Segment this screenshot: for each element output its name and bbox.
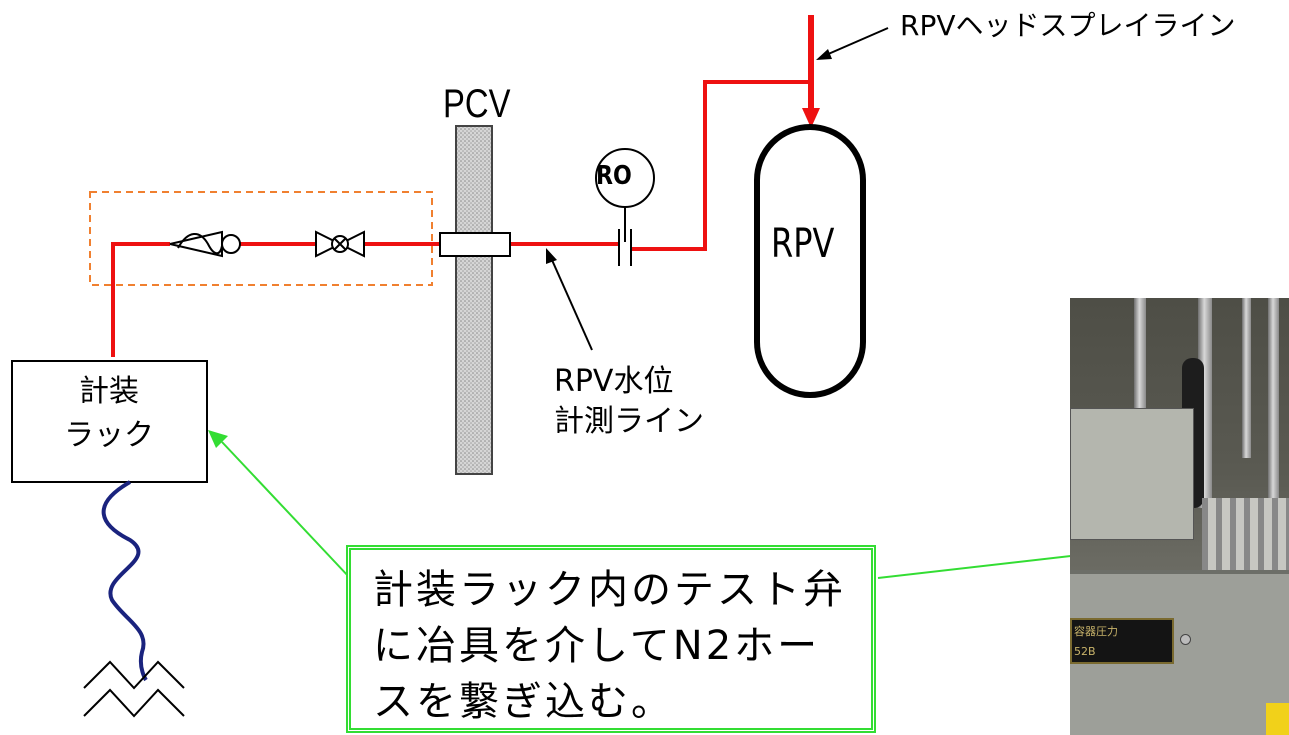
- rpv-vessel: [754, 124, 866, 398]
- instrument-rack-label-2: ラック: [64, 418, 154, 453]
- callout-text: 計装ラック内のテスト弁に冶具を介してN2ホースを繋ぎ込む。: [373, 567, 846, 725]
- rpv-level-line-label: RPV水位 計測ライン: [554, 362, 704, 442]
- n2-hose: [101, 480, 148, 682]
- photo-panel-upper: [1070, 408, 1194, 540]
- ro-label: RO: [596, 161, 632, 191]
- instrument-rack-label-1: 計装: [79, 374, 139, 409]
- pcv-wall: [455, 125, 493, 475]
- dashed-boundary-box: [89, 191, 433, 286]
- rpv-label: RPV: [771, 221, 835, 267]
- n2-supply-line: [111, 242, 170, 357]
- ro-instrument-circle: [595, 148, 655, 208]
- pcv-label: PCV: [443, 82, 511, 126]
- head-spray-leader-line: [825, 27, 889, 56]
- pcv-penetration-sleeve: [439, 232, 511, 257]
- check-valve-symbol: [169, 230, 241, 258]
- nameplate-text-2: 52B: [1074, 645, 1096, 658]
- instrument-rack-photo: 容器圧力 52B: [1070, 298, 1289, 735]
- nameplate-text-1: 容器圧力: [1074, 625, 1118, 638]
- photo-yellow-tag: [1266, 703, 1289, 735]
- callout-box: 計装ラック内のテスト弁に冶具を介してN2ホースを繋ぎ込む。: [346, 545, 876, 733]
- gate-valve-symbol: [315, 230, 365, 258]
- level-line-leader-arrow: [546, 248, 557, 264]
- restriction-orifice-symbol: [618, 206, 632, 266]
- photo-pipe: [1268, 298, 1279, 508]
- spray-arrow-head: [802, 108, 820, 128]
- level-line-leader-line: [551, 259, 593, 351]
- photo-nameplate: 容器圧力 52B: [1070, 618, 1174, 664]
- head-spray-leader-arrow: [816, 49, 832, 60]
- callout-leader-to-rack: [221, 441, 351, 579]
- rpv-head-spray-line-label: RPVヘッドスプレイライン: [900, 9, 1236, 42]
- photo-fittings: [1202, 498, 1289, 578]
- instrument-rack-label: 計装 ラック: [14, 370, 204, 458]
- photo-pipe: [1134, 298, 1146, 408]
- photo-panel-edge: [1070, 570, 1289, 574]
- callout-arrow-to-rack: [208, 430, 228, 448]
- photo-pipe: [1242, 298, 1251, 458]
- rpv-level-measurement-line: [631, 80, 811, 251]
- rpv-level-line-label-2: 計測ライン: [554, 404, 704, 439]
- rpv-level-line-label-1: RPV水位: [554, 364, 674, 399]
- break-symbol: [83, 660, 185, 718]
- photo-screw: [1180, 634, 1191, 645]
- instrument-rack-box: [11, 360, 208, 483]
